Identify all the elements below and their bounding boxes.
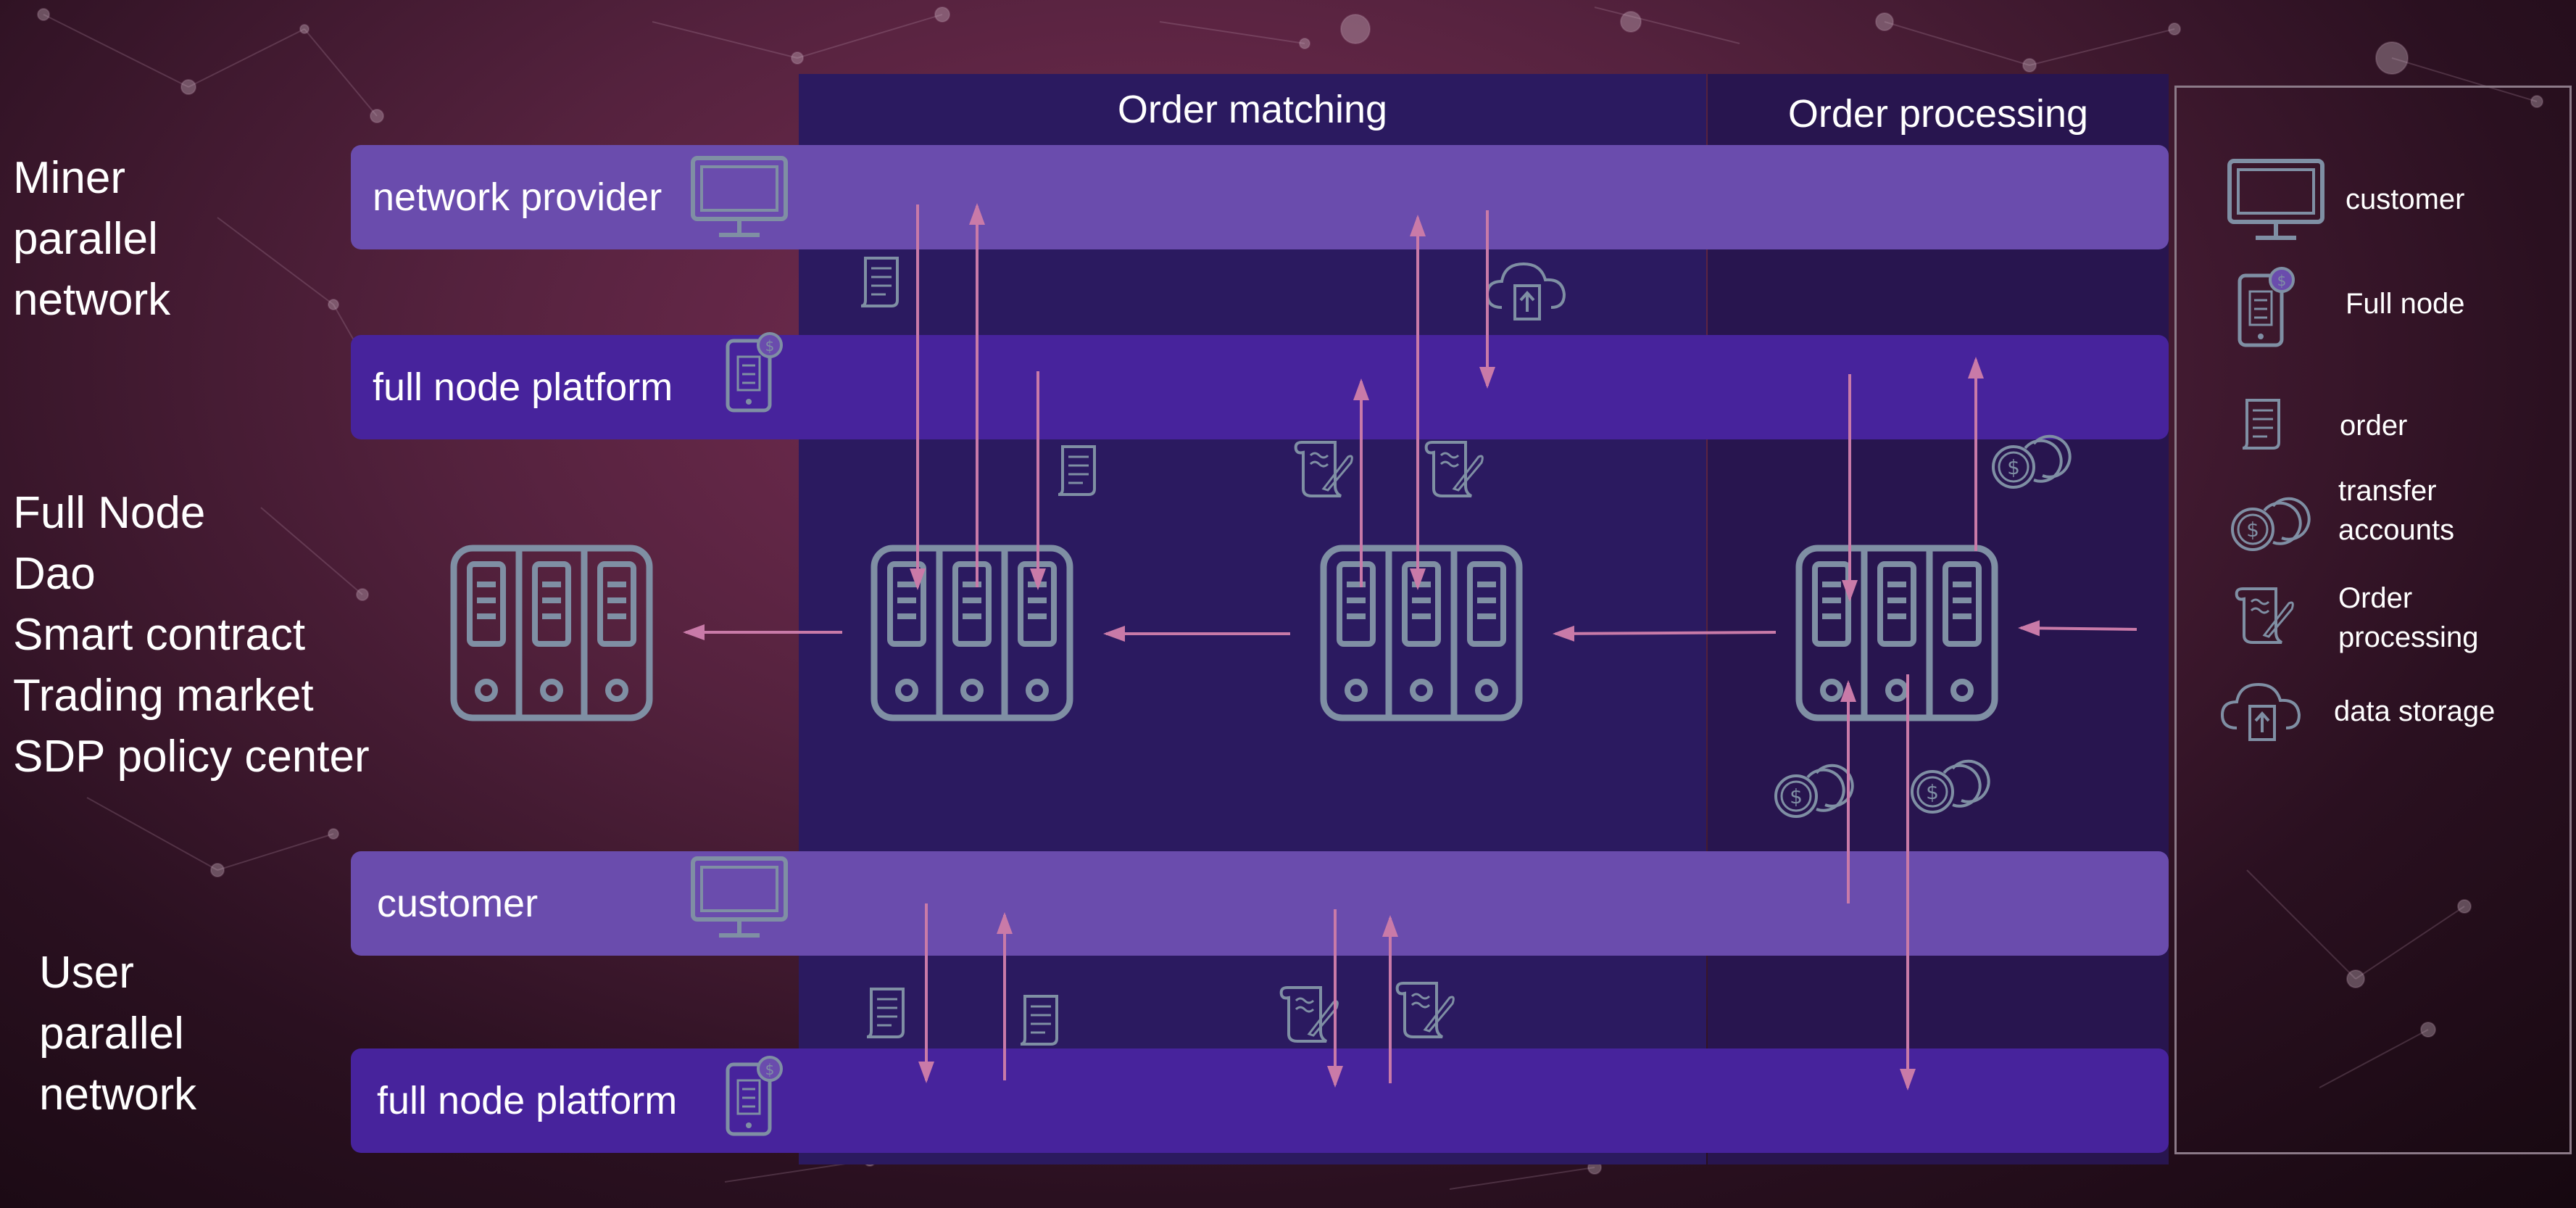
full-node-label: Full Node Dao Smart contract Trading mar… <box>13 488 370 782</box>
legend-order: order <box>2340 410 2408 442</box>
band-label: full node platform <box>373 365 673 409</box>
order-processing-header: Order processing <box>1787 92 2089 136</box>
full-node-platform-bottom-band: full node platform <box>351 1048 2169 1153</box>
band-label: network provider <box>373 175 662 219</box>
user-parallel-network-label: User parallel network <box>39 948 197 1120</box>
legend-data-storage: data storage <box>2334 695 2496 727</box>
band-label: customer <box>377 882 539 925</box>
order-matching-header: Order matching <box>1117 88 1388 131</box>
band-label: full node platform <box>377 1079 678 1122</box>
full-node-platform-top-band: full node platform <box>351 335 2169 439</box>
customer-band: customer <box>351 851 2169 956</box>
legend <box>2174 86 2572 1154</box>
miner-parallel-network-label: Miner parallel network <box>13 153 171 325</box>
legend-customer: customer <box>2346 183 2465 215</box>
network-provider-band: network provider <box>351 145 2169 249</box>
legend-transfer-accounts: transfer accounts <box>2338 475 2455 546</box>
server-cabinet-icon <box>454 548 649 718</box>
legend-full-node: Full node <box>2346 288 2465 320</box>
legend-order-processing: Order processing <box>2338 582 2479 653</box>
